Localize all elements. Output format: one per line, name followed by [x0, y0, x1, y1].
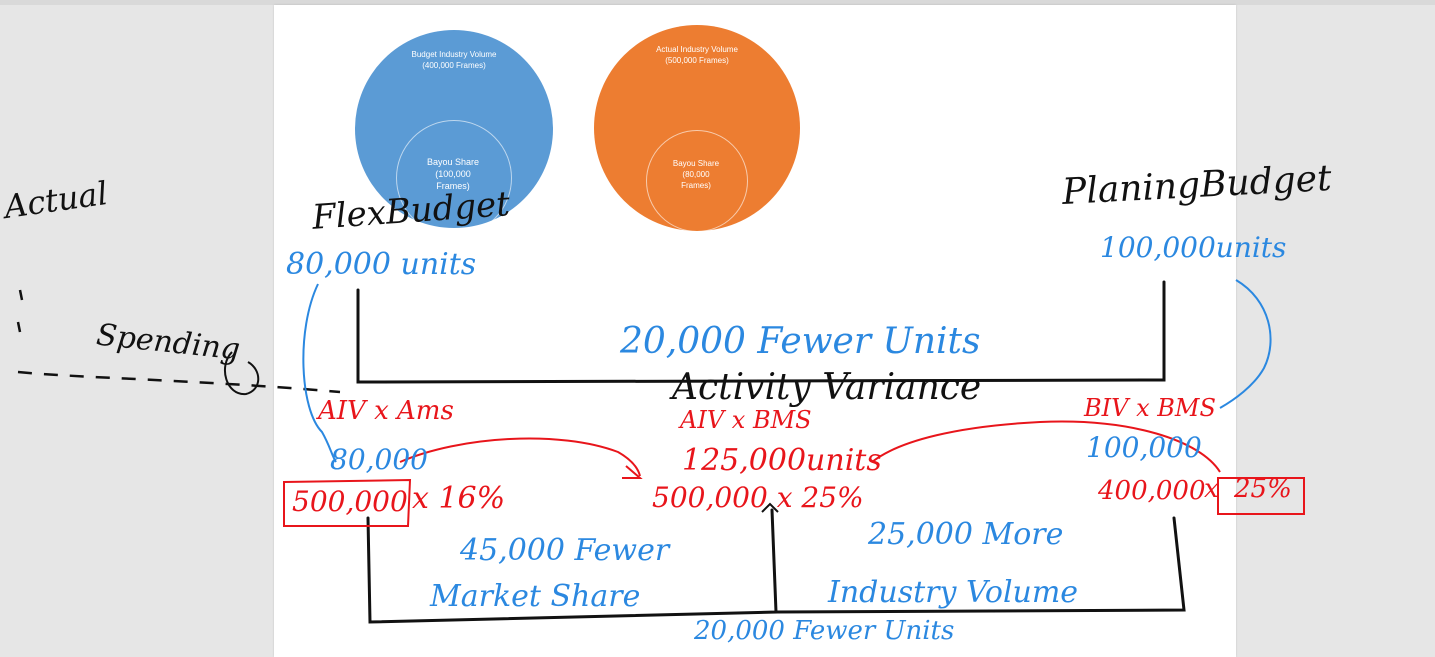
actual-tick-2: [16, 321, 22, 333]
box-left: [283, 478, 412, 527]
fewer-units-top-label: 20,000 Fewer Units: [620, 321, 981, 362]
bayou-share-actual-line3: Frames): [681, 181, 711, 190]
bayou-share-actual-line1: Bayou Share: [672, 159, 720, 168]
bayou-share-budget-line3: Frames): [436, 181, 470, 191]
budget-circle-label: Budget Industry Volume (400,000 Frames): [380, 49, 528, 71]
market-share-label: Market Share: [430, 579, 641, 614]
bottom-bracket-right: [774, 516, 1186, 614]
calc-right-percent: 25%: [1234, 474, 1292, 504]
market-share-amount: 45,000 Fewer: [460, 533, 670, 568]
aiv-bms-label: AIV x BMS: [680, 406, 812, 434]
bottom-bracket-left: [366, 508, 778, 624]
budget-circle-subtitle: (400,000 Frames): [422, 61, 486, 70]
value-80000: 80,000: [330, 443, 428, 476]
red-arrow-right: [871, 420, 1221, 473]
spending-loop: [223, 351, 260, 396]
calc-left-amount: 500,000: [292, 485, 408, 518]
bayou-share-budget-line1: Bayou Share: [426, 157, 480, 167]
biv-bms-label: BIV x BMS: [1084, 394, 1216, 422]
value-100000: 100,000: [1086, 431, 1202, 464]
bayou-share-actual-circle: [646, 130, 748, 232]
bayou-share-budget-label: Bayou Share (100,000 Frames): [413, 156, 493, 192]
actual-circle-title: Actual Industry Volume: [656, 45, 738, 54]
spending-dashed-line: [17, 370, 341, 394]
value-125000: 125,000units: [682, 443, 882, 478]
blue-arrow-left: [302, 283, 337, 463]
red-arrowhead-left: [622, 465, 643, 479]
actual-circle-subtitle: (500,000 Frames): [665, 56, 729, 65]
blue-arrow-right: [1219, 279, 1272, 409]
calc-right-amount: 400,000: [1098, 476, 1206, 506]
planning-units-label: 100,000units: [1100, 231, 1287, 264]
bayou-share-budget-circle: [396, 120, 512, 236]
industry-volume-amount: 25,000 More: [868, 517, 1064, 552]
calc-left-operator: x 16%: [412, 481, 506, 516]
industry-volume-label: Industry Volume: [828, 575, 1079, 610]
flex-units-label: 80,000 units: [286, 247, 477, 282]
budget-circle-title: Budget Industry Volume: [411, 50, 497, 59]
aiv-ams-label: AIV x Ams: [318, 396, 454, 426]
calc-middle: 500,000 x 25%: [652, 481, 864, 514]
red-arrow-left: [399, 437, 641, 477]
fewer-units-bottom-label: 20,000 Fewer Units: [694, 616, 955, 646]
window-top-bar: [0, 0, 1435, 5]
actual-circle-label: Actual Industry Volume (500,000 Frames): [622, 44, 772, 66]
box-right: [1217, 477, 1305, 515]
bayou-share-actual-line2: (80,000: [682, 170, 710, 179]
actual-tick-1: [18, 289, 24, 301]
top-bracket: [356, 280, 1166, 384]
bayou-share-actual-label: Bayou Share (80,000 Frames): [656, 158, 736, 191]
activity-variance-label: Activity Variance: [672, 367, 982, 408]
calc-right-operator: x: [1204, 474, 1219, 504]
bayou-share-budget-line2: (100,000: [435, 169, 471, 179]
bracket-tick: [761, 502, 779, 513]
